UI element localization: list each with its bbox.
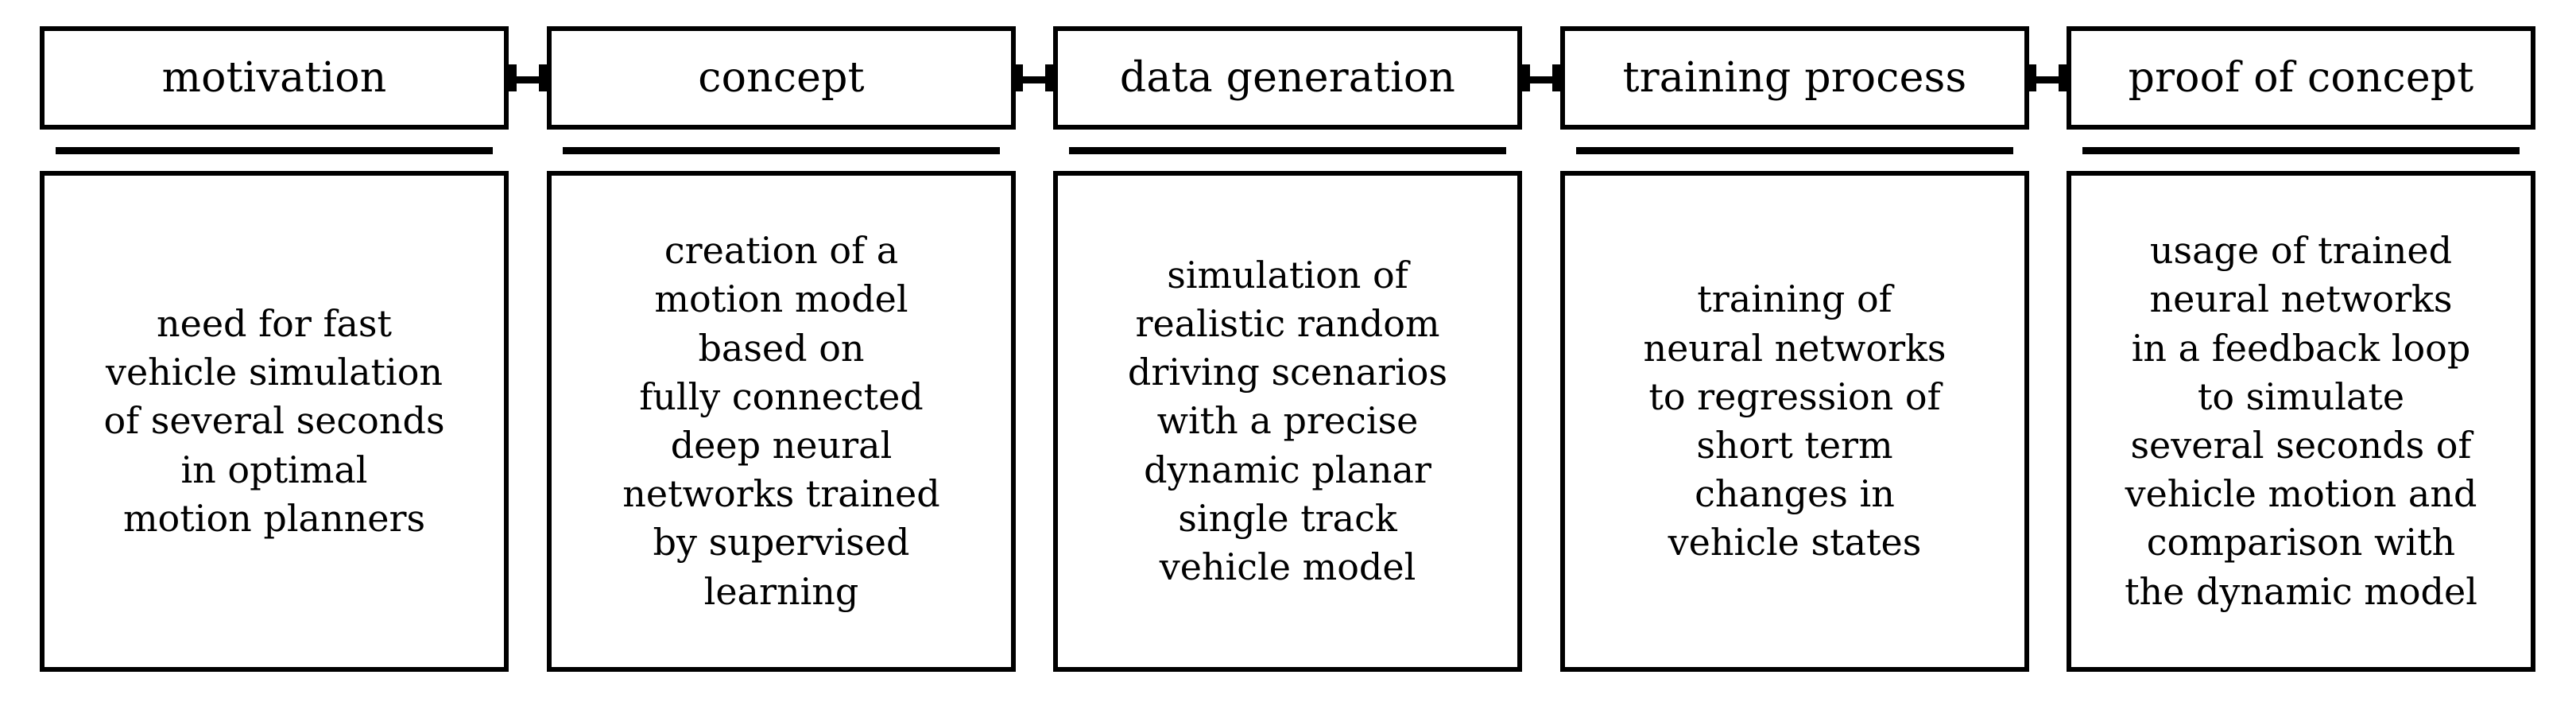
stage-column-motivation: motivation need for fast vehicle simulat… bbox=[40, 26, 509, 672]
stage-title-box-concept[interactable]: concept bbox=[547, 26, 1016, 130]
stage-body-box-concept[interactable]: creation of a motion model based on full… bbox=[547, 171, 1016, 672]
connector-motivation-to-concept bbox=[509, 64, 547, 91]
stage-title-box-proof-of-concept[interactable]: proof of concept bbox=[2067, 26, 2535, 130]
stage-body-box-motivation[interactable]: need for fast vehicle simulation of seve… bbox=[40, 171, 509, 672]
stage-title-label: data generation bbox=[1119, 53, 1456, 102]
stage-separator-rule bbox=[2082, 147, 2520, 154]
stage-title-label: motivation bbox=[161, 53, 387, 102]
connector-cap-right-icon bbox=[2059, 64, 2067, 91]
stage-column-proof-of-concept: proof of concept usage of trained neural… bbox=[2067, 26, 2535, 672]
stage-separator-rule bbox=[56, 147, 493, 154]
stage-title-label: concept bbox=[698, 53, 865, 102]
connector-concept-to-data-generation bbox=[1015, 64, 1053, 91]
stage-body-box-training-process[interactable]: training of neural networks to regressio… bbox=[1560, 171, 2029, 672]
connector-cap-right-icon bbox=[1552, 64, 1560, 91]
connector-cap-right-icon bbox=[539, 64, 547, 91]
stage-body-text: simulation of realistic random driving s… bbox=[1127, 253, 1448, 588]
connector-line bbox=[1522, 76, 1560, 83]
stage-body-box-data-generation[interactable]: simulation of realistic random driving s… bbox=[1053, 171, 1522, 672]
connector-line bbox=[1015, 76, 1053, 83]
stage-title-label: training process bbox=[1622, 53, 1967, 102]
stage-title-box-motivation[interactable]: motivation bbox=[40, 26, 509, 130]
connector-line bbox=[509, 76, 547, 83]
stage-separator-rule bbox=[1069, 147, 1506, 154]
connector-cap-right-icon bbox=[1045, 64, 1053, 91]
stage-body-text: usage of trained neural networks in a fe… bbox=[2125, 229, 2477, 613]
stage-body-text: training of neural networks to regressio… bbox=[1643, 277, 1947, 564]
connector-line bbox=[2028, 76, 2067, 83]
flowchart-row: motivation need for fast vehicle simulat… bbox=[40, 26, 2535, 672]
stage-column-data-generation: data generation simulation of realistic … bbox=[1053, 26, 1522, 672]
stage-title-label: proof of concept bbox=[2128, 53, 2474, 102]
stage-separator-rule bbox=[563, 147, 1000, 154]
stage-body-box-proof-of-concept[interactable]: usage of trained neural networks in a fe… bbox=[2067, 171, 2535, 672]
connector-training-process-to-proof-of-concept bbox=[2028, 64, 2067, 91]
stage-column-training-process: training process training of neural netw… bbox=[1560, 26, 2029, 672]
stage-column-concept: concept creation of a motion model based… bbox=[547, 26, 1016, 672]
connector-data-generation-to-training-process bbox=[1522, 64, 1560, 91]
stage-title-box-data-generation[interactable]: data generation bbox=[1053, 26, 1522, 130]
stage-title-box-training-process[interactable]: training process bbox=[1560, 26, 2029, 130]
stage-body-text: creation of a motion model based on full… bbox=[622, 229, 940, 613]
stage-body-text: need for fast vehicle simulation of seve… bbox=[103, 302, 445, 540]
stage-separator-rule bbox=[1576, 147, 2013, 154]
